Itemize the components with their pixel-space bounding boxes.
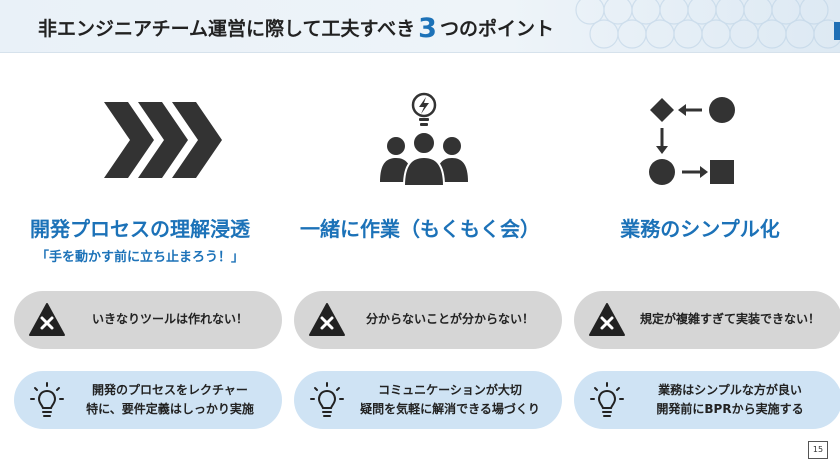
solution-text-line2: 開発前にBPRから実施する bbox=[656, 402, 804, 416]
problem-pill: 分からないことが分からない！ bbox=[294, 291, 562, 349]
warning-x-icon bbox=[29, 303, 65, 336]
solution-text-line2: 疑問を気軽に解消できる場づくり bbox=[360, 402, 540, 416]
lightbulb-icon bbox=[30, 382, 64, 417]
chevrons-right-icon bbox=[0, 88, 280, 198]
title-text-before: 非エンジニアチーム運営に際して工夫すべき bbox=[38, 18, 416, 40]
page-number: 15 bbox=[808, 441, 828, 459]
header-accent-tab bbox=[834, 22, 840, 40]
title-text-after: つのポイント bbox=[439, 18, 554, 40]
column-heading: 開発プロセスの理解浸透 bbox=[30, 217, 250, 241]
column-heading: 一緒に作業（もくもく会） bbox=[300, 217, 540, 241]
solution-pill: 開発のプロセスをレクチャー 特に、要件定義はしっかり実施 bbox=[14, 371, 282, 429]
problem-pill: いきなりツールは作れない！ bbox=[14, 291, 282, 349]
lightbulb-icon bbox=[590, 382, 624, 417]
solution-text-line2: 特に、要件定義はしっかり実施 bbox=[86, 402, 254, 416]
team-idea-icon bbox=[280, 88, 560, 198]
solution-text-line1: 業務はシンプルな方が良い bbox=[658, 382, 802, 397]
title-number: 3 bbox=[418, 13, 437, 44]
column-heading: 業務のシンプル化 bbox=[620, 217, 780, 241]
solution-pill: 業務はシンプルな方が良い 開発前にBPRから実施する bbox=[574, 371, 840, 429]
warning-x-icon bbox=[589, 303, 625, 336]
point-column-2: 一緒に作業（もくもく会） 分からないことが分からない！ コミュニケーションが大切… bbox=[280, 0, 562, 471]
problem-text: いきなりツールは作れない！ bbox=[91, 312, 248, 327]
problem-text: 規定が複雑すぎて実装できない！ bbox=[639, 312, 820, 327]
lightbulb-icon bbox=[310, 382, 344, 417]
solution-text-line1: 開発のプロセスをレクチャー bbox=[92, 382, 248, 397]
header-pattern bbox=[575, 0, 840, 49]
warning-x-icon bbox=[309, 303, 345, 336]
problem-text: 分からないことが分からない！ bbox=[365, 312, 534, 327]
point-column-3: 業務のシンプル化 規定が複雑すぎて実装できない！ 業務はシンプルな方が良い 開発… bbox=[560, 0, 840, 471]
point-column-1: 開発プロセスの理解浸透 「手を動かす前に立ち止まろう！」 いきなりツールは作れな… bbox=[0, 0, 282, 471]
problem-pill: 規定が複雑すぎて実装できない！ bbox=[574, 291, 840, 349]
column-subheading: 「手を動かす前に立ち止まろう！」 bbox=[35, 250, 244, 265]
header-divider bbox=[0, 52, 840, 53]
solution-text-line1: コミュニケーションが大切 bbox=[378, 382, 522, 397]
solution-pill: コミュニケーションが大切 疑問を気軽に解消できる場づくり bbox=[294, 371, 562, 429]
process-flow-icon bbox=[560, 88, 840, 198]
